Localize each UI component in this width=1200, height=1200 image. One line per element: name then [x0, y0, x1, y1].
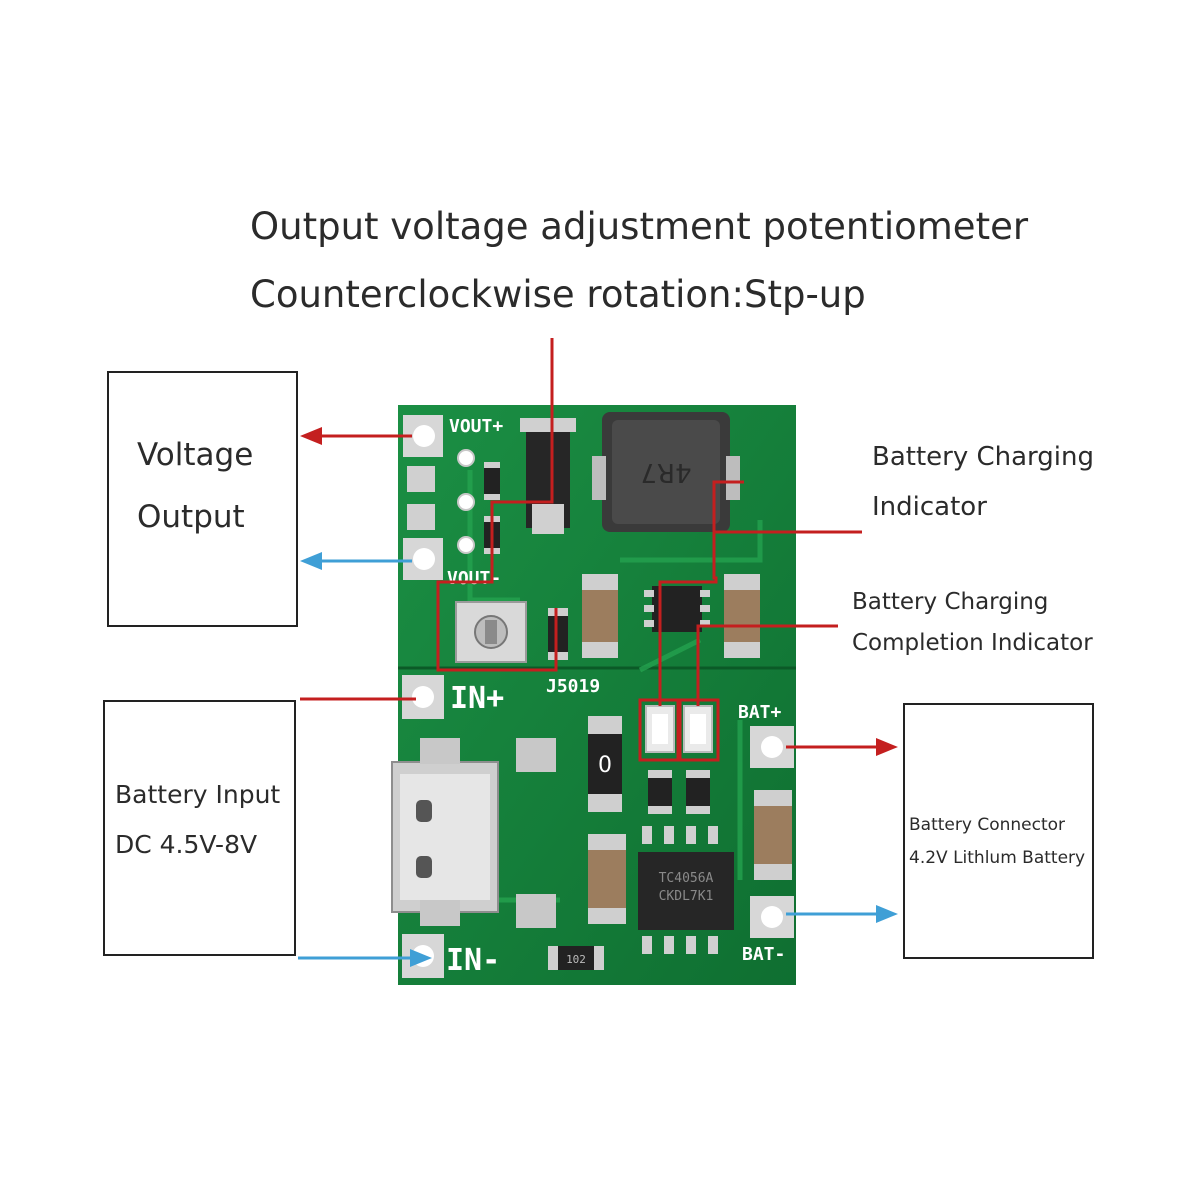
completion-indicator-line-2: Completion Indicator — [852, 630, 1093, 656]
ic-marking-2: CKDL7K1 — [659, 889, 714, 904]
capacitor — [582, 574, 618, 658]
annotation-lines-blue — [298, 559, 878, 960]
inductor-code: 4R7 — [640, 457, 691, 487]
capacitor — [754, 790, 792, 880]
voltage-output-line-2: Output — [137, 499, 245, 535]
silk-bat-minus: BAT- — [742, 944, 785, 965]
completion-indicator-line-1: Battery Charging — [852, 589, 1049, 615]
title-line-1: Output voltage adjustment potentiometer — [250, 205, 1029, 248]
silk-in-minus: IN- — [446, 943, 500, 978]
voltage-output-box: Voltage Output — [107, 371, 298, 627]
title-line-2: Counterclockwise rotation:Stp-up — [250, 273, 866, 316]
battery-connector-line-1: Battery Connector — [909, 815, 1066, 835]
battery-connector-line-2: 4.2V Lithlum Battery — [909, 848, 1086, 868]
charging-indicator-line-1: Battery Charging — [872, 442, 1095, 472]
silk-bat-plus: BAT+ — [738, 702, 782, 723]
annotation-lines-red — [300, 338, 878, 762]
shunt-code: 0 — [598, 753, 612, 778]
resistor-code: 102 — [566, 953, 586, 966]
battery-input-box: Battery Input DC 4.5V-8V — [103, 700, 296, 956]
silk-model: J5019 — [546, 676, 600, 697]
voltage-output-line-1: Voltage — [137, 437, 254, 473]
capacitor — [588, 834, 626, 924]
charger-ic — [638, 852, 734, 930]
ic-marking-1: TC4056A — [659, 871, 714, 886]
battery-input-line-1: Battery Input — [115, 780, 281, 809]
battery-input-line-2: DC 4.5V-8V — [115, 830, 258, 859]
silk-in-plus: IN+ — [450, 681, 504, 716]
battery-connector-box: Battery Connector 4.2V Lithlum Battery — [903, 703, 1094, 959]
silk-vout-plus: VOUT+ — [449, 416, 503, 437]
capacitor — [724, 574, 760, 658]
charging-indicator-line-2: Indicator — [872, 492, 987, 522]
silk-vout-minus: VOUT- — [447, 568, 501, 589]
